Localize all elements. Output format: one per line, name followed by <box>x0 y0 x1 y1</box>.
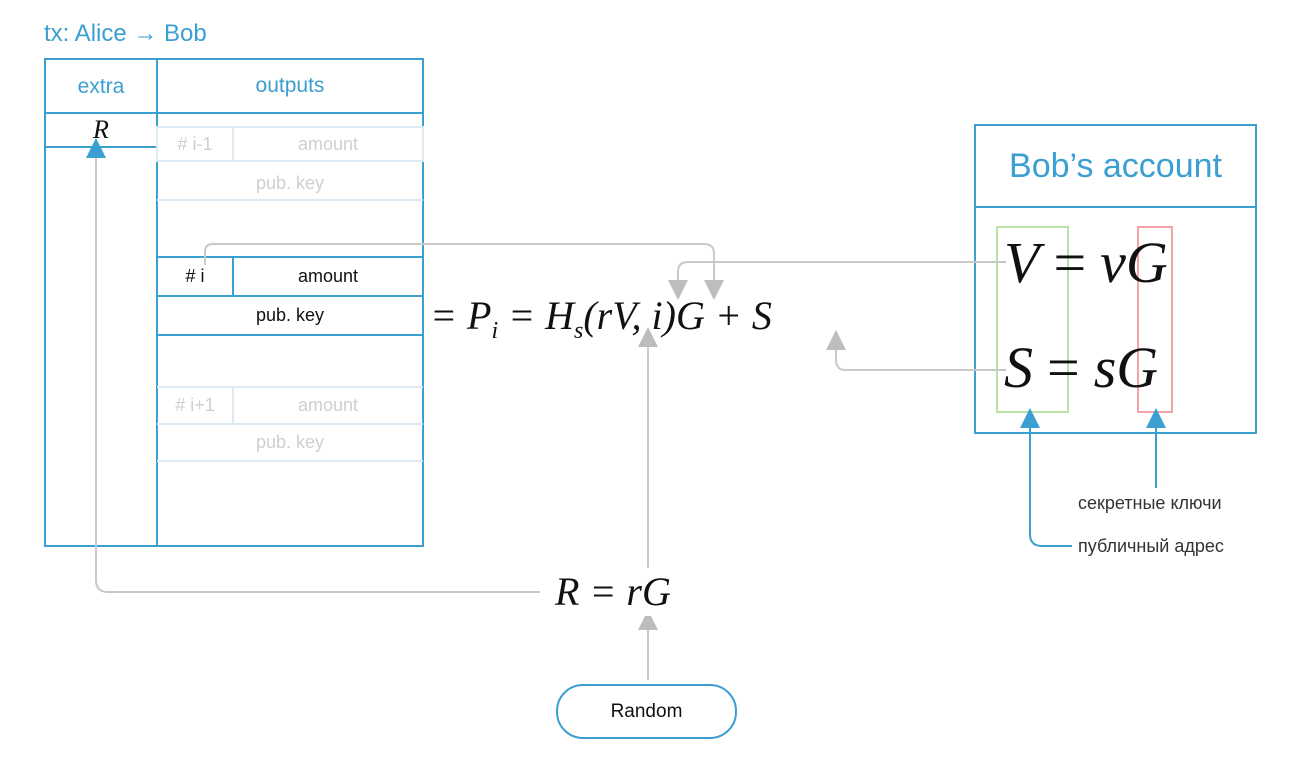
eq-sign-2: = <box>1047 335 1080 400</box>
account-eq-spend: S=sG <box>1004 333 1158 403</box>
output-row-active <box>157 256 423 336</box>
main-equation: = Pi = Hs(rV, i)G + S <box>430 292 772 355</box>
public-address-label: публичный адрес <box>1078 536 1224 556</box>
row-amount-next: amount <box>297 395 359 415</box>
row-pubkey-next: pub. key <box>255 432 325 452</box>
row-index-prev: # i-1 <box>177 133 213 154</box>
tx-title: tx: Alice → Bob <box>44 20 207 47</box>
account-title: Bob’s account <box>1009 146 1222 185</box>
view-secret-key: v <box>1100 230 1126 295</box>
spend-generator: G <box>1116 335 1159 400</box>
index-to-hash-arrow <box>204 243 724 300</box>
account-eq-view: V=vG <box>1004 228 1168 298</box>
view-public-key: V <box>1004 230 1040 295</box>
rG-to-extra-arrow <box>86 138 540 593</box>
extra-R: R <box>93 115 109 144</box>
V-to-rV-arrow <box>668 261 1006 300</box>
row-amount-current: amount <box>297 266 359 286</box>
view-generator: G <box>1125 230 1168 295</box>
eq-sub-i: i <box>491 318 499 344</box>
output-row-faded-top <box>156 126 424 201</box>
output-row-faded-bottom <box>157 386 423 462</box>
random-button: Random <box>610 700 683 722</box>
row-pubkey-prev: pub. key <box>255 172 325 193</box>
row-pubkey-current: pub. key <box>255 305 325 325</box>
eq-sign-1: = <box>1053 230 1087 295</box>
eq-part-2: = H <box>498 293 574 338</box>
spend-secret-key: s <box>1093 335 1117 400</box>
public-address-arrow <box>1020 408 1072 547</box>
r-equation: R = rG <box>553 568 673 616</box>
account-box-border <box>974 124 1257 434</box>
row-index-next: # i+1 <box>175 395 215 415</box>
outputs-header: outputs <box>255 74 325 97</box>
S-to-S-arrow <box>826 330 1006 371</box>
eq-sub-s: s <box>574 318 584 344</box>
extra-header: extra <box>77 75 125 98</box>
row-amount-prev: amount <box>297 133 359 154</box>
eq-part-1: = P <box>430 293 492 338</box>
secret-keys-label: секретные ключи <box>1078 493 1222 513</box>
random-box <box>556 684 737 739</box>
eq-part-3: (rV, i)G + S <box>583 293 772 338</box>
row-index-current: # i <box>185 266 205 286</box>
tx-table-border <box>44 58 424 547</box>
spend-public-key: S <box>1004 335 1033 400</box>
